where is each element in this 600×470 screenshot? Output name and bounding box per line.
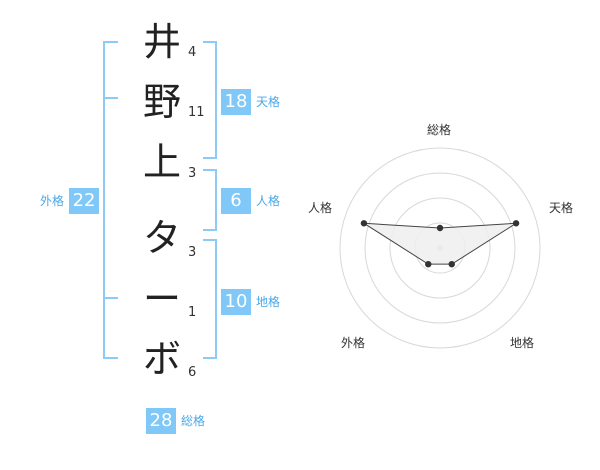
tenkaku-group: 18 天格 xyxy=(221,89,280,115)
chikaku-badge: 10 xyxy=(221,289,251,315)
name-char-2: 野 xyxy=(142,80,181,124)
tenkaku-label: 天格 xyxy=(256,95,281,109)
name-char-4: タ xyxy=(142,216,181,260)
stroke-count-1: 4 xyxy=(188,45,197,60)
radar-point-1 xyxy=(512,220,520,227)
radar-grid-ring xyxy=(364,172,516,324)
stroke-count-2: 11 xyxy=(188,105,205,120)
jinkaku-label: 人格 xyxy=(256,194,281,208)
radar-grid-ring xyxy=(389,197,491,299)
name-char-5: ー xyxy=(142,277,181,321)
soukaku-group: 28 総格 xyxy=(146,408,205,434)
name-char-1: 井 xyxy=(142,20,181,64)
chikaku-group: 10 地格 xyxy=(221,289,280,315)
radar-point-2 xyxy=(448,260,455,268)
radar-point-4 xyxy=(360,220,368,227)
radar-point-3 xyxy=(425,260,432,268)
stroke-count-4: 3 xyxy=(188,245,197,260)
radar-point-0 xyxy=(436,224,444,232)
jinkaku-group: 6 人格 xyxy=(221,188,280,214)
soukaku-label: 総格 xyxy=(181,414,206,428)
gaikaku-badge: 22 xyxy=(69,188,100,214)
name-char-3: 上 xyxy=(142,140,181,184)
soukaku-badge: 28 xyxy=(146,408,176,434)
radar-series-shape xyxy=(363,222,517,265)
radar-axis-label-chikaku: 地格 xyxy=(510,336,535,350)
stroke-count-5: 1 xyxy=(188,305,197,320)
radar-axis-label-jinkaku: 人格 xyxy=(308,201,333,215)
radar-svg xyxy=(339,147,541,349)
name-char-6: ボ xyxy=(142,337,181,381)
radar-grid-ring xyxy=(339,147,541,349)
stroke-count-6: 6 xyxy=(188,365,197,380)
tenkaku-badge: 18 xyxy=(221,89,251,115)
jinkaku-badge: 6 xyxy=(221,188,251,214)
stroke-count-3: 3 xyxy=(188,166,197,181)
fortune-radar-chart: 総格 天格 地格 外格 人格 xyxy=(300,100,600,370)
radar-axis-label-gaikaku: 外格 xyxy=(341,336,366,350)
radar-axis-label-soukaku: 総格 xyxy=(427,123,452,137)
chikaku-label: 地格 xyxy=(256,295,281,309)
radar-axis-label-tenkaku: 天格 xyxy=(549,201,574,215)
gaikaku-label: 外格 xyxy=(40,194,65,208)
gaikaku-bracket xyxy=(103,41,118,359)
gaikaku-group: 外格 22 xyxy=(40,188,100,214)
